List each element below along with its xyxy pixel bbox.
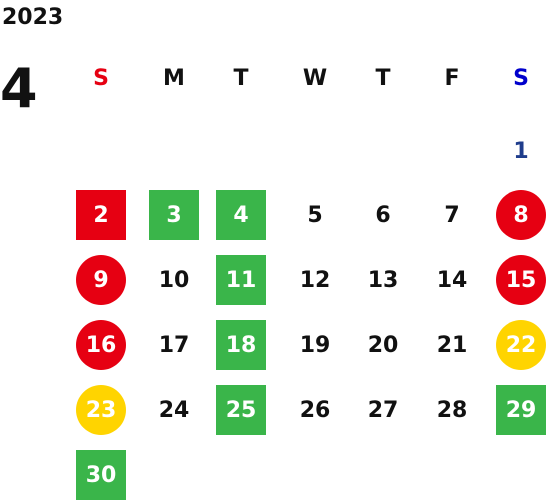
day-2: 2 (76, 190, 126, 240)
day-1: 1 (513, 138, 529, 164)
day-21: 21 (436, 332, 468, 358)
day-26: 26 (299, 397, 331, 423)
day-22: 22 (496, 320, 546, 370)
day-11: 11 (216, 255, 266, 305)
day-12: 12 (299, 267, 331, 293)
year-label: 2023 (2, 5, 64, 30)
weekday-6: S (513, 66, 529, 91)
day-9: 9 (76, 255, 126, 305)
day-30: 30 (76, 450, 126, 500)
day-25: 25 (216, 385, 266, 435)
weekday-2: T (233, 66, 249, 91)
day-4: 4 (216, 190, 266, 240)
day-10: 10 (158, 267, 190, 293)
day-28: 28 (436, 397, 468, 423)
day-7: 7 (444, 202, 460, 228)
day-13: 13 (367, 267, 399, 293)
day-14: 14 (436, 267, 468, 293)
weekday-1: M (163, 66, 185, 91)
day-16: 16 (76, 320, 126, 370)
day-17: 17 (158, 332, 190, 358)
day-19: 19 (299, 332, 331, 358)
day-6: 6 (375, 202, 391, 228)
weekday-0: S (93, 66, 109, 91)
day-18: 18 (216, 320, 266, 370)
day-27: 27 (367, 397, 399, 423)
day-3: 3 (149, 190, 199, 240)
day-15: 15 (496, 255, 546, 305)
day-23: 23 (76, 385, 126, 435)
weekday-5: F (444, 66, 460, 91)
month-number: 4 (0, 57, 38, 120)
day-24: 24 (158, 397, 190, 423)
weekday-4: T (375, 66, 391, 91)
day-20: 20 (367, 332, 399, 358)
day-5: 5 (307, 202, 323, 228)
day-29: 29 (496, 385, 546, 435)
day-8: 8 (496, 190, 546, 240)
weekday-3: W (302, 66, 328, 91)
